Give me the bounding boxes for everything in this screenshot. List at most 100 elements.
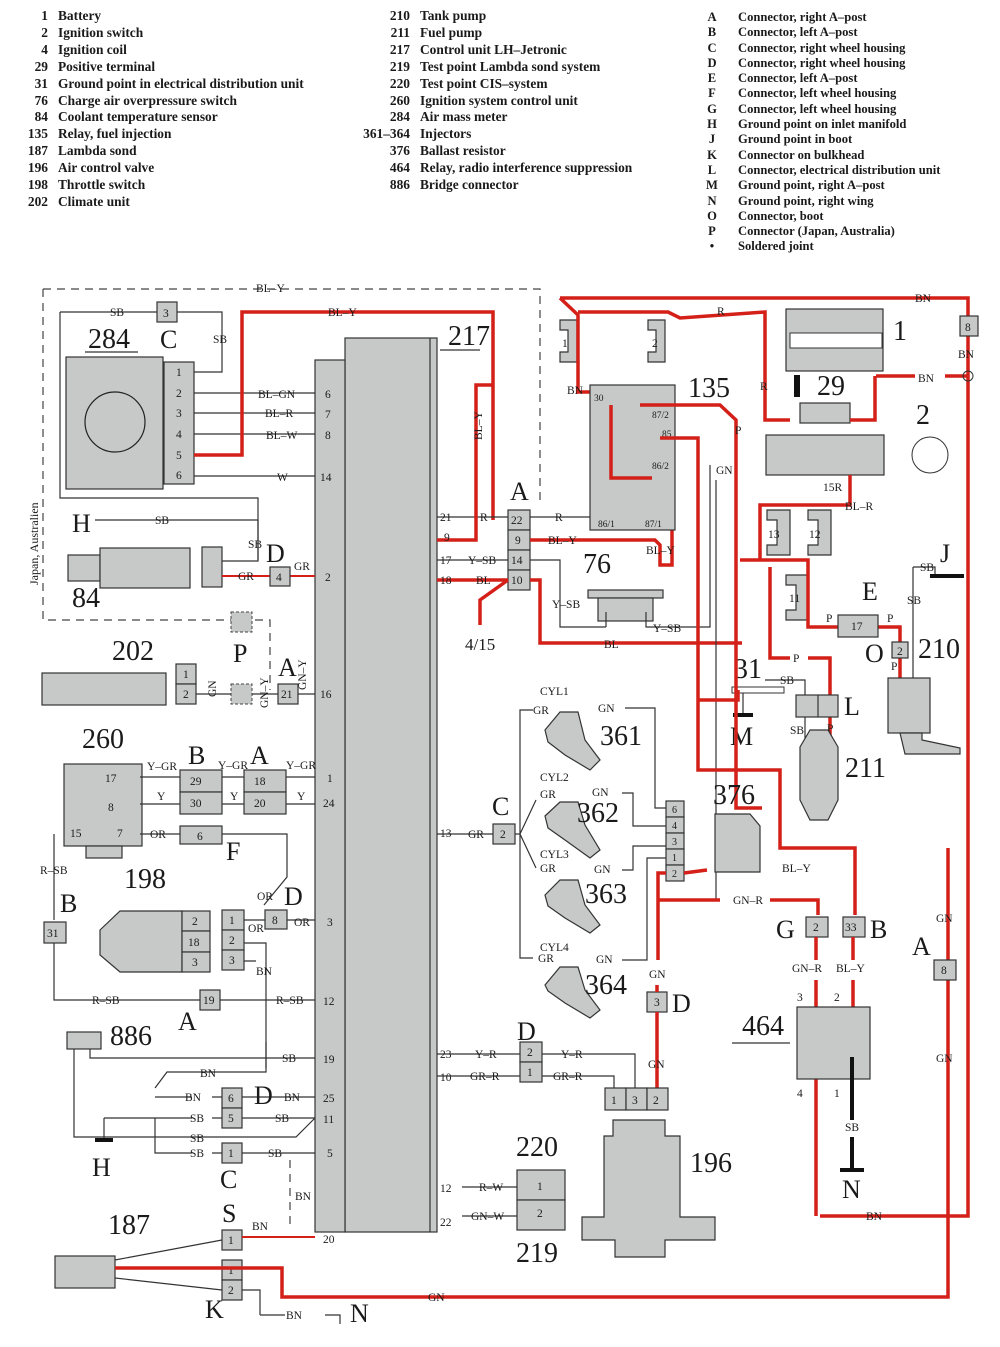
diagram-label: GN bbox=[598, 703, 615, 715]
diagram-label: Y–GR bbox=[218, 760, 248, 772]
region-note: Japan, Australien bbox=[27, 502, 41, 585]
legend-key: J bbox=[708, 132, 716, 147]
diagram-label: Y–SB bbox=[552, 599, 580, 611]
diagram-label: H bbox=[92, 1153, 111, 1182]
wire bbox=[609, 403, 738, 620]
wire bbox=[140, 776, 315, 805]
legend-label: Battery bbox=[58, 8, 102, 23]
fuse-2 bbox=[647, 319, 666, 363]
legend-label: Air control valve bbox=[58, 160, 155, 176]
diagram-label: SB bbox=[845, 1122, 859, 1134]
legend-key: B bbox=[707, 25, 717, 40]
label-31: 31 bbox=[734, 654, 762, 685]
diagram-label: 362 bbox=[577, 798, 619, 829]
diagram-label: A bbox=[912, 932, 931, 961]
tank-pump-210 bbox=[887, 677, 931, 734]
legend-key: 84 bbox=[34, 109, 48, 125]
diagram-label: SB bbox=[213, 334, 227, 346]
diagram-label: GR–R bbox=[470, 1071, 500, 1083]
connector-block bbox=[344, 337, 438, 1233]
diagram-label: 2 bbox=[183, 689, 189, 701]
diagram-label: 15 bbox=[70, 828, 82, 840]
diagram-label: GR bbox=[238, 571, 254, 583]
diagram-label: OR bbox=[248, 923, 264, 935]
diagram-label: GN–R bbox=[733, 895, 763, 907]
diagram-label: 6 bbox=[176, 470, 182, 482]
diagram-label: 8 bbox=[941, 965, 947, 977]
diagram-label: E bbox=[862, 577, 878, 606]
diagram-label: P bbox=[735, 425, 741, 437]
diagram-label: 1 bbox=[527, 1067, 533, 1079]
diagram-label: 22 bbox=[511, 515, 523, 527]
diagram-label: 11 bbox=[789, 593, 800, 605]
connector-block bbox=[837, 614, 879, 638]
legend-key: 187 bbox=[27, 143, 48, 159]
diagram-label: 1 bbox=[228, 1235, 234, 1247]
diagram-label: 9 bbox=[444, 532, 450, 544]
legend-label: Connector, left A–post bbox=[738, 25, 858, 40]
connector-block bbox=[243, 791, 287, 815]
legend-item: 31 Ground point in electrical distributio… bbox=[10, 76, 318, 93]
wire bbox=[656, 868, 720, 960]
wire bbox=[605, 465, 711, 628]
diagram-label: J bbox=[940, 539, 950, 568]
diagram-label: 5 bbox=[327, 1148, 333, 1160]
diagram-label: BN bbox=[200, 1068, 217, 1080]
diagram-label: 17 bbox=[105, 773, 117, 785]
diagram-label: 86/1 bbox=[598, 520, 615, 530]
diagram-label: 33 bbox=[845, 922, 857, 934]
diagram-label: 15R bbox=[823, 482, 843, 494]
legend-key: N bbox=[707, 193, 717, 208]
wire bbox=[73, 1042, 316, 1154]
connector-letter-c: C bbox=[160, 325, 177, 354]
diagram-label: 2 bbox=[229, 935, 235, 947]
diagram-label: 22 bbox=[440, 1217, 452, 1229]
legend-label: Ground point, right wing bbox=[738, 193, 874, 208]
control-unit-217 bbox=[314, 337, 438, 1233]
diagram-label: GN bbox=[428, 1292, 445, 1304]
diagram-label: 2 bbox=[325, 572, 331, 584]
connector-block bbox=[314, 359, 346, 1233]
diagram-label: 21 bbox=[281, 689, 293, 701]
wire bbox=[222, 520, 259, 562]
diagram-label: GN bbox=[596, 954, 613, 966]
diagram-label: 4 bbox=[276, 572, 282, 584]
connector-block bbox=[899, 732, 961, 755]
legend-key: G bbox=[707, 101, 717, 116]
diagram-label: 3 bbox=[632, 1095, 638, 1107]
diagram-label: R bbox=[760, 381, 768, 393]
legend-key: 76 bbox=[34, 92, 48, 108]
legend-label: Ground point in electrical distribution … bbox=[58, 75, 304, 91]
legend-label: Control unit LH–Jetronic bbox=[420, 41, 567, 57]
diagram-label: 12 bbox=[323, 996, 335, 1008]
legend-key: C bbox=[707, 40, 717, 55]
diagram-label: 6 bbox=[672, 805, 677, 816]
legend-key: 31 bbox=[34, 75, 48, 91]
legend-label: Soldered joint bbox=[738, 239, 814, 254]
legend-key: 4 bbox=[41, 41, 48, 57]
diagram-label: 8 bbox=[108, 802, 114, 814]
connector-block bbox=[221, 1142, 243, 1164]
wire bbox=[437, 383, 674, 567]
diagram-label: GR bbox=[538, 953, 554, 965]
label-84: 84 bbox=[72, 583, 100, 614]
coolant-sensor-84 bbox=[67, 546, 223, 589]
diagram-label: 4 bbox=[176, 429, 182, 441]
diagram-label: BN bbox=[866, 1211, 883, 1223]
legend-label: Bridge connector bbox=[420, 177, 519, 193]
ground-symbol bbox=[794, 375, 800, 397]
legend-key: 202 bbox=[27, 193, 48, 209]
diagram-label: 12 bbox=[440, 1183, 452, 1195]
connector-block bbox=[221, 1107, 243, 1129]
diagram-label: 19 bbox=[323, 1054, 335, 1066]
legend-key: P bbox=[708, 224, 716, 239]
connector-block bbox=[795, 694, 839, 718]
label-29: 29 bbox=[817, 371, 845, 402]
diagram-label: OR bbox=[150, 829, 166, 841]
diagram-label: 2 bbox=[813, 922, 819, 934]
